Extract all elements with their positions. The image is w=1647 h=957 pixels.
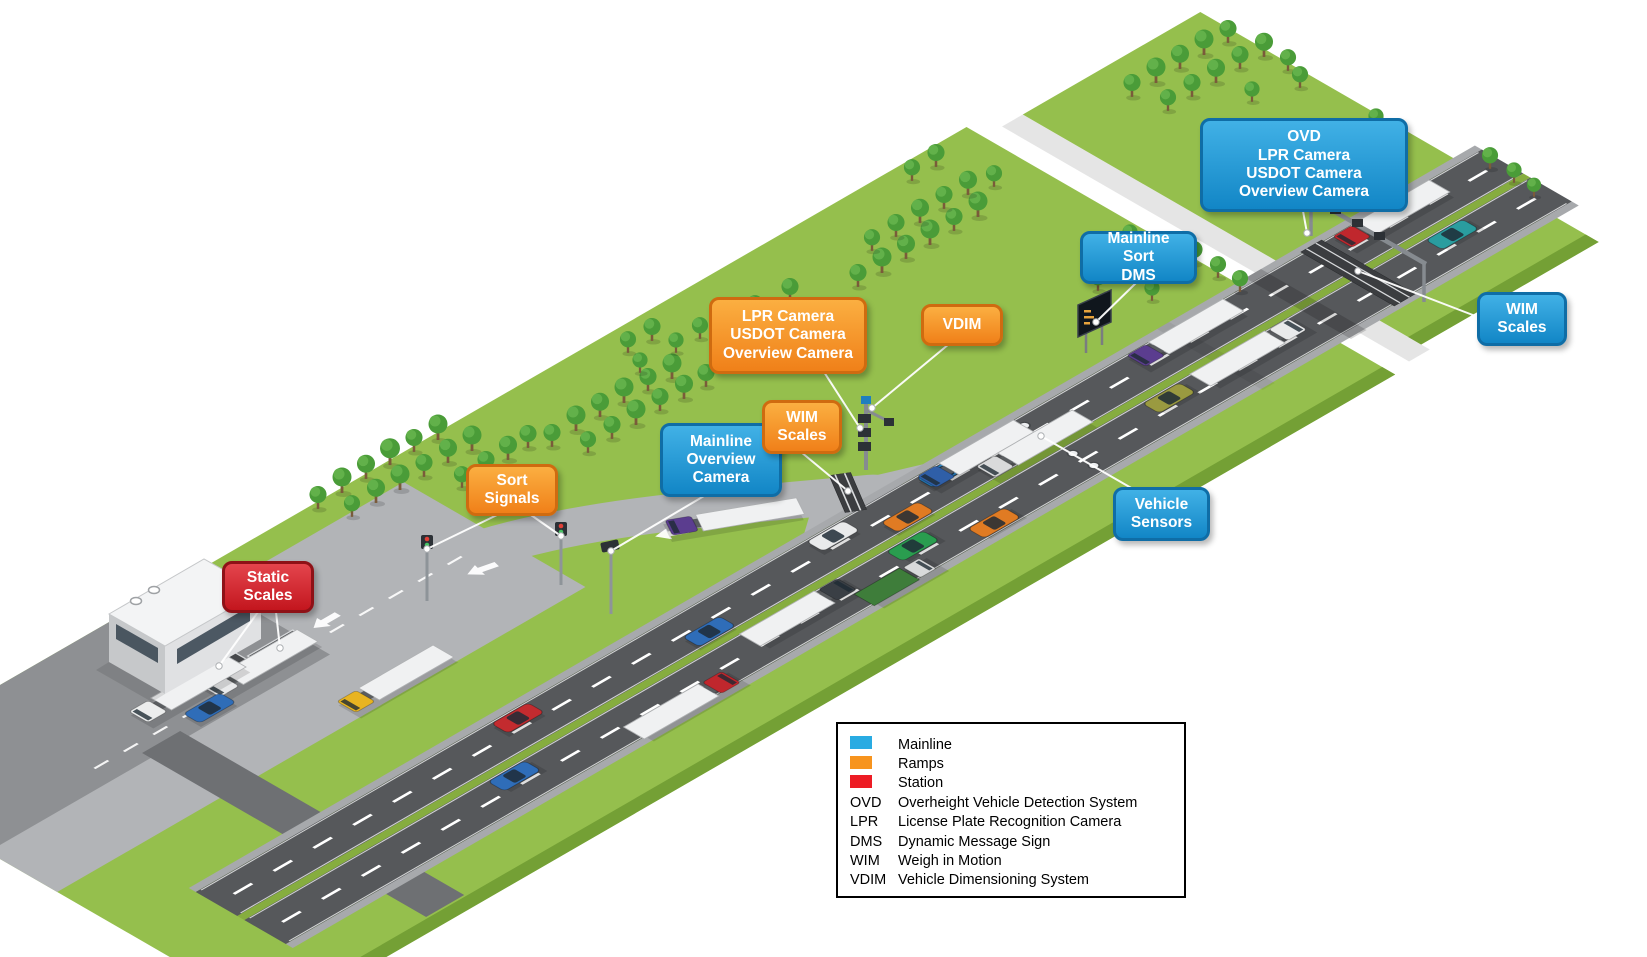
median [237, 173, 1531, 920]
vdim-gantry [858, 396, 894, 470]
legend-label-ramps: Ramps [898, 756, 944, 773]
callout-ovd-group: OVD LPR Camera USDOT Camera Overview Cam… [1200, 118, 1408, 212]
truck [918, 419, 1039, 494]
legend-row-mainline: Mainline [850, 735, 1172, 754]
legend-def-lpr: License Plate Recognition Camera [898, 814, 1122, 831]
legend-row-dms: DMS Dynamic Message Sign [850, 832, 1172, 851]
legend-label-station: Station [898, 775, 944, 792]
legend-swatch-ramps [850, 755, 872, 769]
sort-signal-pole [555, 522, 567, 585]
shoulder-far [188, 145, 1482, 892]
callout-mainline-overview-camera: Mainline Overview Camera [660, 423, 782, 497]
legend-abbr-vdim: VDIM [850, 872, 887, 889]
truck [201, 629, 323, 703]
callout-static-scales: Static Scales [222, 561, 314, 613]
legend-row-lpr: LPR License Plate Recognition Camera [850, 813, 1172, 832]
car [882, 502, 936, 536]
callout-wim-scales-ramp: WIM Scales [762, 400, 842, 454]
legend-abbr-dms: DMS [850, 833, 883, 850]
legend-def-dms: Dynamic Message Sign [898, 833, 1051, 850]
callout-lpr-usdot-overview: LPR Camera USDOT Camera Overview Camera [709, 297, 867, 374]
legend-def-vdim: Vehicle Dimensioning System [898, 872, 1090, 889]
callout-mainline-sort-dms: Mainline Sort DMS [1080, 230, 1197, 284]
callout-vdim: VDIM [921, 304, 1003, 346]
leader-lines [218, 210, 1479, 667]
legend: Mainline Ramps Station OVD Overheight Ve… [836, 722, 1186, 898]
legend-def-wim: Weigh in Motion [898, 853, 1002, 870]
vehicles-layer [129, 179, 1486, 792]
truck [738, 579, 867, 649]
truck [853, 558, 950, 609]
legend-swatch-mainline [850, 736, 872, 750]
legend-swatch-station [850, 774, 872, 788]
grass-tile-right-edge [1408, 234, 1599, 345]
car [808, 521, 861, 555]
truck [129, 654, 251, 729]
dms-sign [1077, 288, 1112, 353]
grass-tile-main-edge [265, 367, 1396, 957]
legend-row-ovd: OVD Overheight Vehicle Detection System [850, 793, 1172, 812]
shoulder-near [285, 201, 1579, 948]
callout-wim-scales-mainline: WIM Scales [1477, 292, 1567, 346]
truck [622, 672, 751, 742]
callout-sort-signals: Sort Signals [466, 464, 558, 516]
truck [1189, 319, 1318, 389]
legend-abbr-ovd: OVD [850, 794, 882, 811]
car [888, 531, 946, 562]
roof-vent-icon [129, 596, 143, 606]
legend-row-ramps: Ramps [850, 754, 1172, 773]
car [1144, 383, 1203, 414]
roof-vent-icon [147, 585, 161, 595]
truck [337, 644, 459, 719]
car [184, 693, 238, 727]
seam-shadow-2 [1245, 269, 1367, 339]
leader-dots [215, 229, 1362, 670]
car [684, 617, 738, 651]
legend-label-mainline: Mainline [898, 736, 952, 753]
car [489, 761, 548, 792]
truck [663, 497, 806, 542]
legend-row-vdim: VDIM Vehicle Dimensioning System [850, 871, 1172, 890]
car [1427, 220, 1486, 251]
truck [1127, 298, 1248, 373]
legend-abbr-wim: WIM [850, 853, 880, 870]
car [493, 703, 546, 737]
legend-def-ovd: Overheight Vehicle Detection System [898, 794, 1138, 811]
legend-row-wim: WIM Weigh in Motion [850, 851, 1172, 870]
car [969, 508, 1028, 539]
legend-row-station: Station [850, 774, 1172, 793]
lane-dashes [232, 165, 1544, 923]
callout-vehicle-sensors: Vehicle Sensors [1113, 487, 1210, 541]
plaza-lane-dash [93, 547, 477, 770]
legend-abbr-lpr: LPR [850, 814, 879, 831]
